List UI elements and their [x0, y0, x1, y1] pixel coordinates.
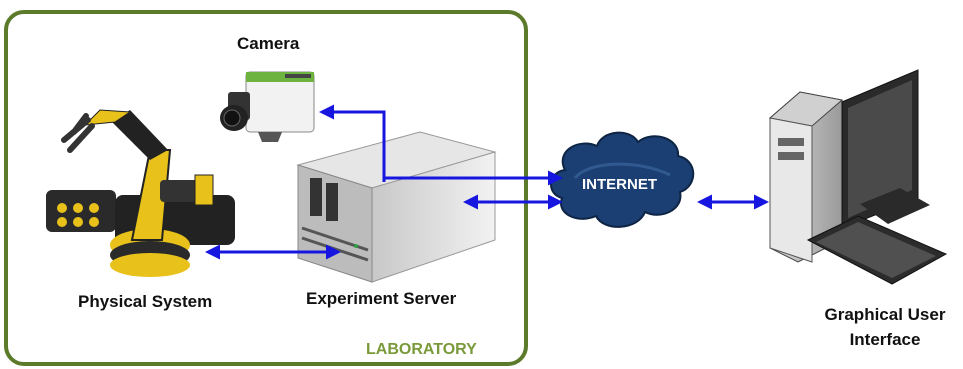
camera-icon: [220, 71, 315, 142]
experiment-server-icon: [296, 131, 497, 283]
arrow-server-to-internet: [382, 170, 563, 186]
robot-arm-icon: [46, 109, 235, 277]
camera-label: Camera: [237, 34, 300, 53]
internet-label: INTERNET: [582, 176, 657, 193]
arrow-server-to-camera: [319, 104, 386, 182]
physical-system-label: Physical System: [78, 292, 213, 311]
gui-label-line1: Graphical User: [824, 305, 946, 324]
gui-label-line2: Interface: [849, 330, 921, 349]
laboratory-boundary: [4, 10, 528, 366]
laboratory-label: LABORATORY: [366, 341, 477, 358]
computer-icon: [768, 69, 948, 285]
internet-cloud-icon: [550, 131, 695, 228]
experiment-server-label: Experiment Server: [306, 289, 457, 308]
